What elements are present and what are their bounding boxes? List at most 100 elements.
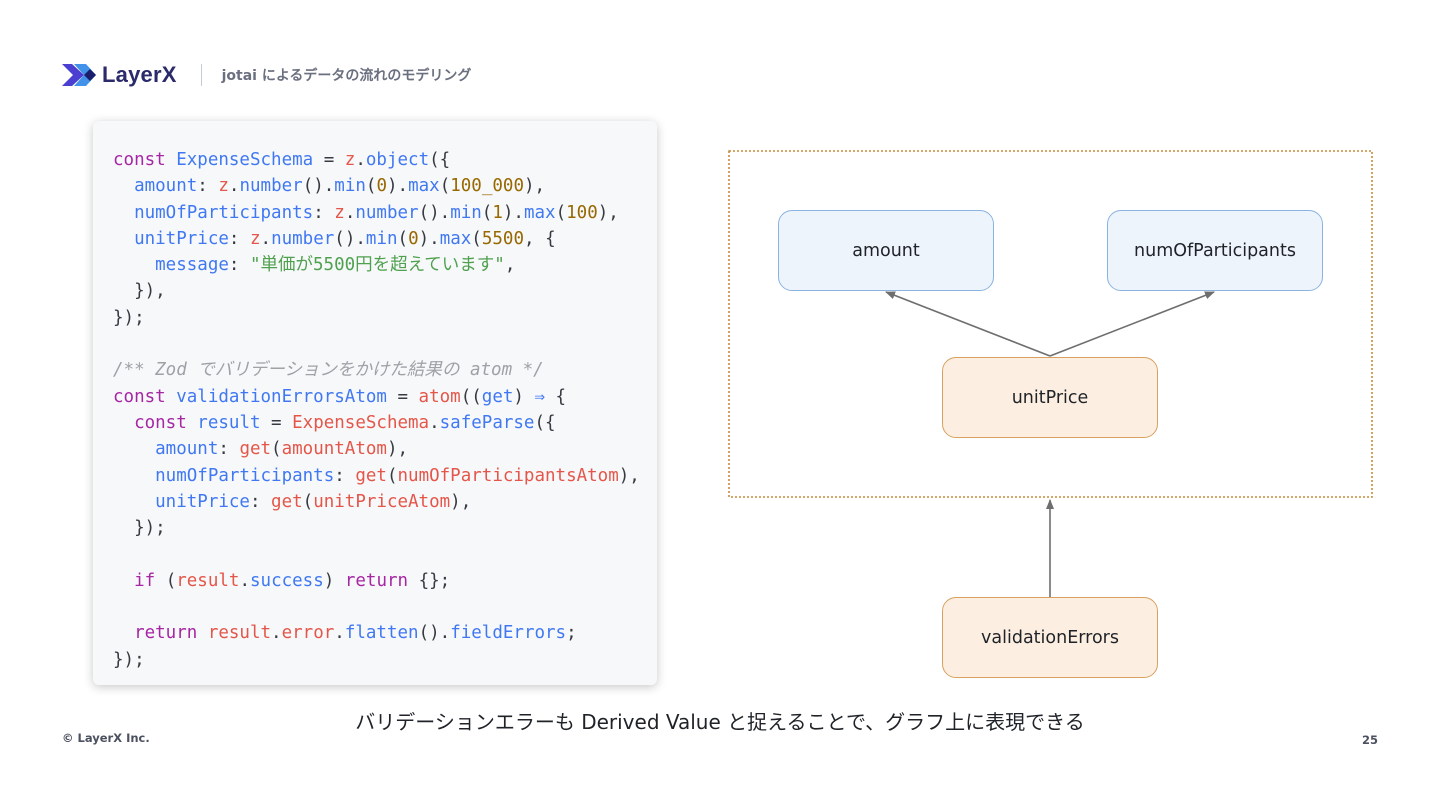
code-token: min	[450, 202, 482, 223]
layerx-logo-icon	[62, 64, 96, 86]
code-line: });	[113, 515, 640, 541]
code-token: 1	[492, 202, 503, 223]
code-token: number	[355, 202, 419, 223]
code-token: =	[313, 150, 345, 170]
code-token: ).	[387, 176, 409, 197]
code-token: (	[481, 202, 493, 223]
code-token: return	[344, 570, 409, 591]
code-token: .	[239, 570, 250, 591]
code-token: :	[334, 465, 356, 486]
code-token: :	[197, 176, 219, 197]
code-token: /** Zod でバリデーションをかけた結果の atom */	[113, 360, 544, 381]
code-line: unitPrice: get(unitPriceAtom),	[113, 489, 640, 515]
code-token: :	[228, 228, 250, 249]
code-token: min	[365, 228, 398, 249]
code-token: {};	[408, 570, 451, 591]
code-line: }),	[113, 278, 640, 304]
code-line	[113, 594, 640, 620]
code-token: const	[113, 386, 177, 407]
code-token: });	[113, 518, 166, 539]
code-token: object	[365, 150, 430, 170]
code-token: const	[113, 150, 177, 170]
code-token: result	[197, 412, 261, 433]
code-token: ),	[597, 202, 619, 223]
code-token: const	[113, 412, 198, 433]
code-token: =	[260, 412, 293, 433]
code-line	[113, 541, 640, 567]
code-block: const ExpenseSchema = z.object({ amount:…	[93, 121, 657, 685]
code-token: ),	[450, 491, 472, 512]
code-token: number	[239, 176, 303, 197]
code-token: (	[165, 570, 177, 591]
edge-unitprice-to-amount	[885, 291, 1051, 357]
code-token: ⇒	[534, 386, 546, 407]
code-token: z	[249, 228, 261, 249]
code-token: });	[113, 307, 145, 328]
code-token: max	[408, 176, 440, 197]
code-token: ),	[618, 465, 640, 486]
code-token: if	[113, 570, 166, 591]
slide-title: jotai によるデータの流れのモデリング	[221, 68, 472, 84]
code-token: 0	[408, 228, 419, 249]
code-token: (	[302, 491, 314, 512]
page-number: 25	[1361, 733, 1378, 747]
code-token: min	[334, 176, 366, 197]
code-token: max	[439, 228, 472, 249]
node-unitprice: unitPrice	[942, 357, 1158, 438]
code-token: .	[334, 623, 345, 644]
header-divider	[200, 64, 202, 86]
code-token: ExpenseSchema	[292, 412, 430, 433]
code-token: ({	[534, 412, 556, 433]
code-listing: const ExpenseSchema = z.object({ amount:…	[113, 147, 640, 673]
code-token: unitPrice	[113, 491, 250, 512]
code-token: number	[271, 228, 335, 249]
code-token: ().	[418, 202, 451, 223]
code-token: amountAtom	[281, 439, 387, 460]
code-token: result	[207, 623, 272, 644]
code-token: 5500	[481, 228, 524, 249]
code-token: (	[555, 202, 567, 223]
node-validationerrors: validationErrors	[942, 597, 1158, 678]
code-line: amount: get(amountAtom),	[113, 436, 640, 462]
code-token: (	[365, 176, 377, 197]
code-token: get	[271, 491, 303, 512]
code-line: amount: z.number().min(0).max(100_000),	[113, 173, 640, 199]
code-line: unitPrice: z.number().min(0).max(5500, {	[113, 226, 640, 252]
code-token: numOfParticipants	[113, 202, 314, 223]
code-token: :	[218, 439, 240, 460]
node-amount: amount	[778, 210, 994, 291]
code-token: z	[218, 176, 229, 197]
code-token: 100	[566, 202, 598, 223]
code-token: ({	[429, 150, 451, 170]
node-label: unitPrice	[1011, 387, 1089, 408]
code-token: z	[334, 202, 345, 223]
logo-text: LayerX	[102, 62, 177, 87]
code-token: amount	[113, 176, 198, 197]
code-token: error	[281, 623, 335, 644]
code-token: ),	[386, 439, 409, 460]
code-token: get	[239, 439, 272, 460]
copyright: © LayerX Inc.	[62, 731, 150, 745]
code-token: fieldErrors	[450, 623, 567, 644]
code-line: const result = ExpenseSchema.safeParse({	[113, 410, 640, 436]
code-token: .	[271, 623, 282, 644]
code-token: ().	[302, 176, 335, 197]
code-token: success	[250, 570, 324, 591]
code-token: :	[249, 491, 272, 512]
code-token: atom	[418, 386, 461, 407]
node-label: validationErrors	[981, 627, 1119, 648]
code-token: numOfParticipants	[113, 465, 335, 486]
code-token: .	[260, 228, 272, 249]
code-token: ((	[460, 386, 482, 407]
code-token: ;	[566, 623, 577, 644]
code-token: validationErrorsAtom	[176, 386, 387, 407]
code-token: return	[113, 623, 208, 644]
code-token: numOfParticipantsAtom	[397, 465, 619, 486]
edge-unitprice-to-numofparticipants	[1049, 291, 1215, 357]
code-token: get	[481, 386, 514, 407]
code-line: return result.error.flatten().fieldError…	[113, 620, 640, 646]
code-token: ExpenseSchema	[176, 150, 314, 170]
code-token: flatten	[344, 623, 419, 644]
code-line: });	[113, 647, 640, 673]
code-token: (	[439, 176, 451, 197]
